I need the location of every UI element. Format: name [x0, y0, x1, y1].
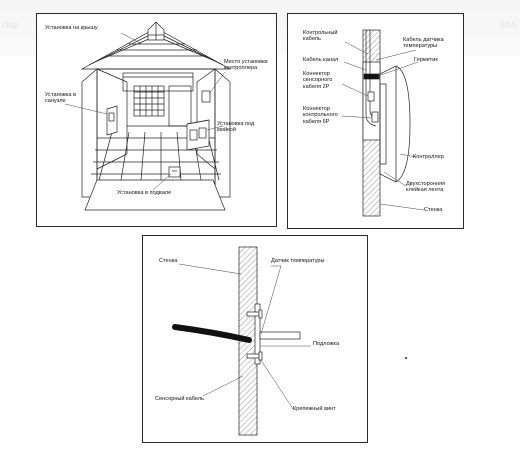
- label-control-cable: Контрольный кабель: [303, 30, 338, 43]
- label-connector-6p: Коннектор контрольного кабеля 6P: [303, 106, 338, 125]
- label-sealant: Герметик: [414, 57, 438, 63]
- label-double-sided-tape: Двухсторонняя клейкая лента: [406, 181, 446, 194]
- label-sensor-cable: Сенсорный кабель: [155, 396, 205, 402]
- label-basement-installation: Установка в подвале: [117, 190, 172, 196]
- controller-mounting-panel: Контрольный кабель Кабель датчика темпер…: [287, 13, 464, 229]
- connector-6p: [371, 111, 379, 123]
- controller-leader-lines: [341, 41, 425, 211]
- mounting-screws: [246, 309, 263, 361]
- label-cable-channel: Кабель канал: [303, 57, 339, 63]
- connector-2p: [367, 91, 375, 102]
- label-controller: Контроллер: [413, 154, 444, 160]
- banner-text-left: Пар: [2, 20, 19, 30]
- controller-body: [379, 65, 411, 183]
- house-leader-lines: [64, 32, 226, 191]
- house-back-window: [133, 85, 165, 117]
- bathroom-controller-device: [106, 105, 118, 136]
- temperature-sensor: [259, 331, 301, 340]
- sensor-leader-lines: [178, 263, 311, 410]
- controller-place-marker: [201, 90, 211, 103]
- house-drawing: [64, 21, 232, 211]
- label-bathroom-installation: Установка в санузле: [45, 92, 76, 105]
- basement-controller-device: [168, 166, 181, 178]
- stray-dot: [405, 357, 407, 359]
- sensor-mounting-panel: Стенка Датчик температуры Подложка Сенсо…: [142, 235, 368, 443]
- house-door: [168, 85, 192, 127]
- house-installation-panel: Установка на крышу Место установки контр…: [36, 13, 277, 227]
- label-connector-2p: Коннектор сенсорного кабеля 2P: [303, 71, 333, 90]
- label-sensor-wall: Стенка: [159, 258, 178, 264]
- under-sink-cabinet: [186, 119, 210, 151]
- house-roof: [80, 21, 232, 70]
- house-inner-room: [96, 68, 216, 170]
- controller-drawing: [341, 29, 425, 217]
- sensor-drawing: [172, 246, 311, 436]
- house-basement: [84, 179, 226, 211]
- sensor-cable: [172, 324, 252, 343]
- controller-sealant: [363, 73, 380, 80]
- label-wall: Стенка: [424, 207, 443, 213]
- label-controller-place: Место установки контроллера: [224, 59, 268, 72]
- label-base-plate: Подложка: [313, 341, 340, 347]
- label-mounting-screw: Крепежный винт: [293, 406, 336, 412]
- label-temperature-sensor: Датчик температуры: [271, 258, 325, 264]
- label-roof-installation: Установка на крышу: [45, 25, 98, 31]
- label-under-sink-installation: Установка под мойкой: [217, 121, 255, 134]
- label-sensor-cable: Кабель датчика температуры: [403, 37, 444, 50]
- banner-text-right: 00A: [500, 20, 517, 30]
